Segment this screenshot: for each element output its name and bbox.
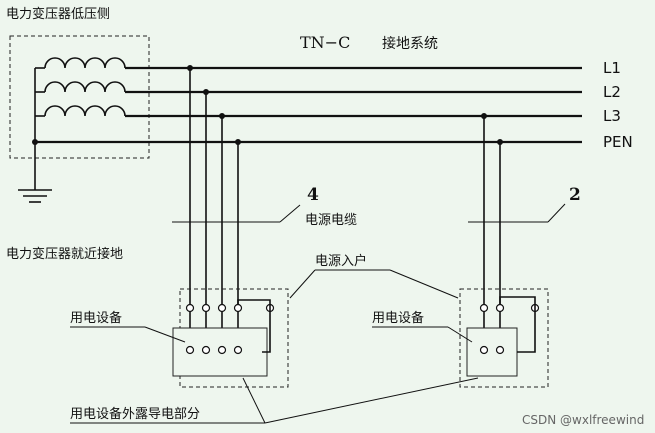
service-entrance-leader-left (289, 269, 316, 299)
left-equipment-terminals (185, 345, 243, 355)
system-title: TN−C (300, 33, 350, 52)
cable-label: 电源电缆 (305, 212, 357, 228)
service-entrance-label: 电源入户 (315, 253, 367, 269)
exposed-conductive-leader-left (242, 377, 266, 424)
bus-label-l1: L1 (603, 59, 621, 77)
winding-l2 (44, 81, 126, 93)
cable-4-number: 4 (307, 185, 319, 205)
system-subtitle: 接地系统 (382, 35, 438, 52)
exposed-conductive-leader-right (264, 377, 479, 424)
transformer-enclosure (9, 35, 150, 159)
left-feeder-cable (187, 65, 241, 348)
right-pen-bond (499, 296, 536, 353)
transformer-low-side-label: 电力变压器低压侧 (6, 6, 110, 22)
right-equipment-enclosure (459, 288, 549, 388)
service-entrance-leader-right (389, 269, 459, 299)
winding-l3 (44, 105, 126, 117)
equipment-right-label: 用电设备 (372, 310, 424, 326)
left-equipment-enclosure (179, 288, 289, 388)
watermark: CSDN @wxlfreewind (522, 413, 644, 427)
left-entry-terminals (185, 303, 275, 313)
right-entry-terminals (479, 303, 540, 313)
ground-icon (18, 189, 52, 203)
right-equipment-terminals (479, 345, 505, 355)
bus-label-l3: L3 (603, 107, 621, 125)
winding-l1 (44, 57, 126, 69)
left-pen-bond (237, 299, 271, 353)
transformer-windings (32, 57, 126, 190)
equipment-right-leader (447, 326, 473, 343)
right-feeder-cable (481, 113, 503, 348)
equipment-left-label: 用电设备 (70, 310, 122, 326)
bus-label-l2: L2 (603, 83, 621, 101)
equipment-left-leader (144, 326, 186, 343)
bus-label-pen: PEN (603, 133, 633, 151)
right-equipment-box (466, 327, 518, 377)
exposed-conductive-label: 用电设备外露导电部分 (70, 406, 200, 422)
nearby-grounding-label: 电力变压器就近接地 (6, 246, 123, 262)
cable-2-number: 2 (569, 185, 581, 205)
